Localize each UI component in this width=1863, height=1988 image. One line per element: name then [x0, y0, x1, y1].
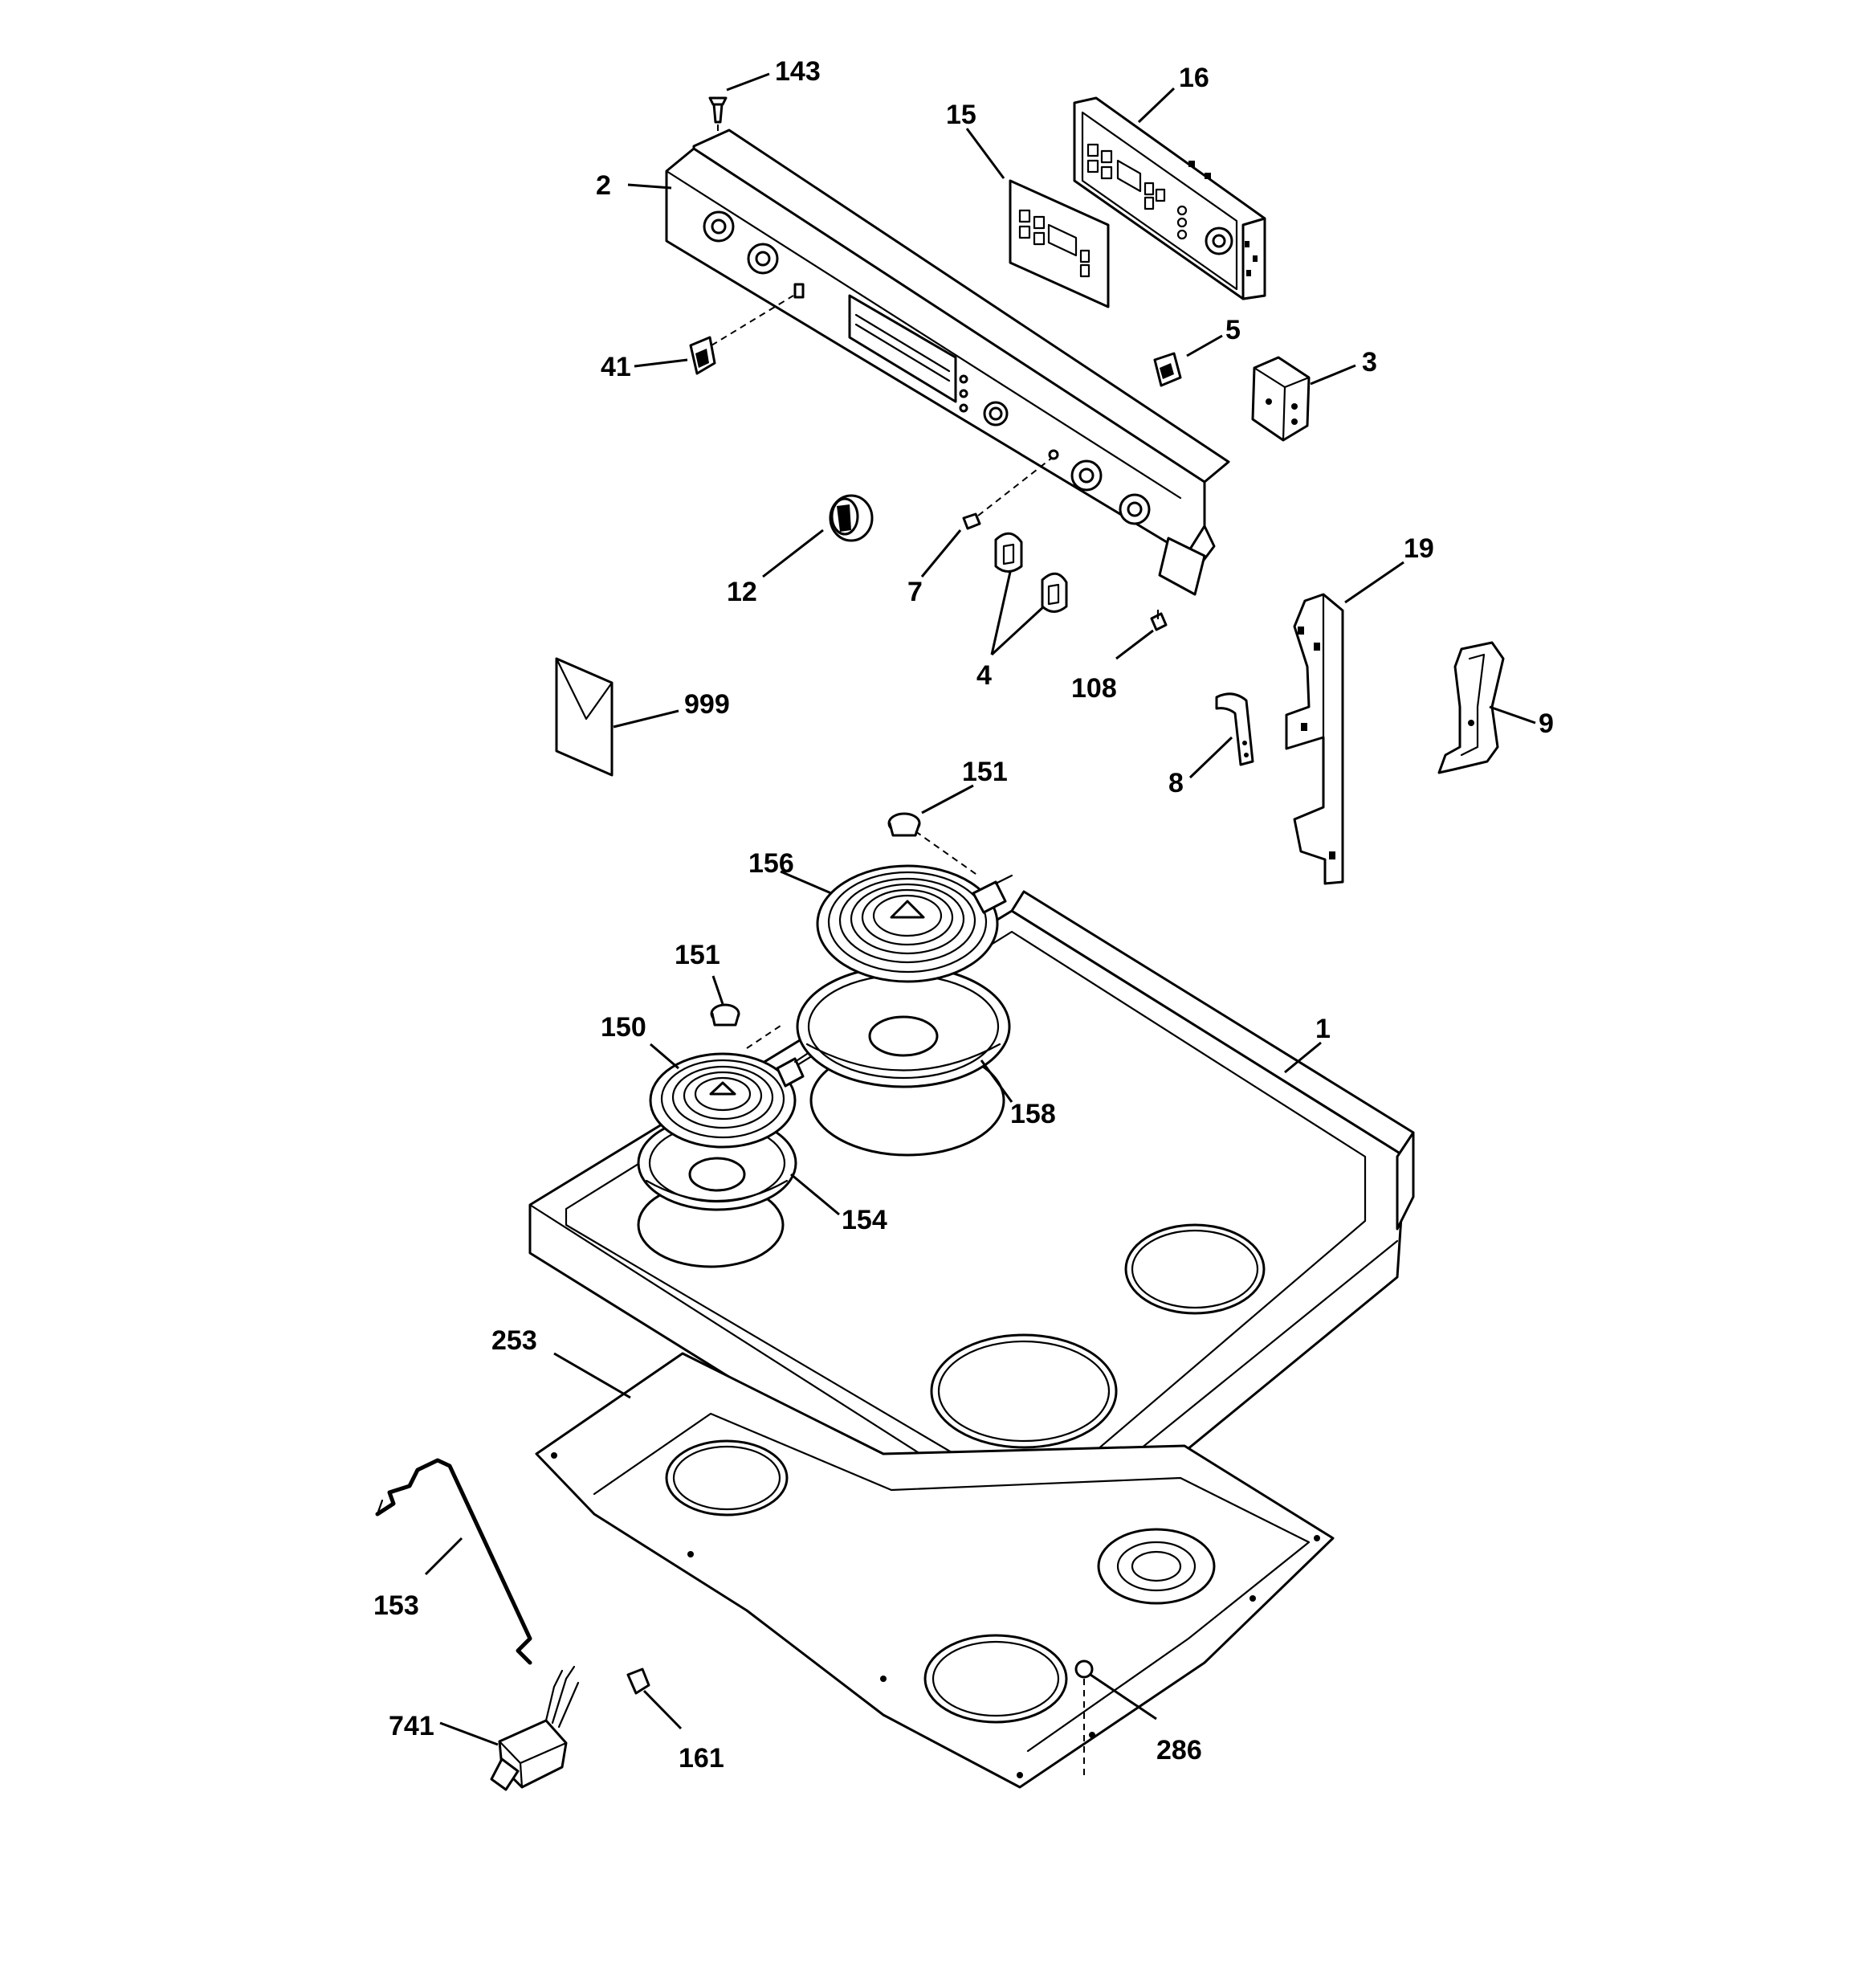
- callout-4: 4: [976, 660, 992, 691]
- part-3-switch: [1251, 356, 1311, 442]
- part-12-knob: [829, 494, 874, 542]
- part-7-screw: [962, 457, 1053, 530]
- callout-741: 741: [389, 1711, 434, 1741]
- part-150-surface-element: [649, 1052, 809, 1149]
- callout-158: 158: [1010, 1099, 1056, 1129]
- callout-41: 41: [601, 352, 631, 382]
- part-286-fastener: [1074, 1659, 1094, 1775]
- part-153-wire: [375, 1458, 532, 1665]
- part-2-control-panel: [665, 129, 1230, 596]
- callout-108: 108: [1071, 673, 1117, 704]
- part-741-terminal-block: [490, 1665, 580, 1791]
- part-108-nut: [1150, 609, 1168, 631]
- callout-286: 286: [1156, 1735, 1202, 1766]
- callout-3: 3: [1362, 347, 1377, 378]
- callout-1: 1: [1315, 1014, 1331, 1044]
- callout-7: 7: [907, 577, 923, 607]
- callout-labels: 143 16 15 2 5 3 41 12 7 4 108 19 9 8 999…: [373, 56, 1554, 1774]
- part-4-knobs: [994, 532, 1068, 613]
- part-8-bracket: [1215, 692, 1254, 766]
- part-158-drip-pan: [796, 965, 1011, 1088]
- callout-150: 150: [601, 1012, 646, 1043]
- part-999-literature: [555, 657, 614, 777]
- part-151-upper-receptacle: [887, 812, 979, 876]
- callout-999: 999: [684, 689, 730, 720]
- callout-9: 9: [1539, 708, 1554, 739]
- callout-154: 154: [842, 1205, 887, 1235]
- callout-143: 143: [775, 56, 821, 87]
- callout-8: 8: [1168, 768, 1184, 798]
- callout-156: 156: [748, 848, 794, 879]
- callout-161: 161: [679, 1743, 724, 1774]
- part-253-burner-box: [535, 1352, 1335, 1789]
- part-5-switch: [1153, 352, 1182, 387]
- callout-16: 16: [1179, 63, 1209, 93]
- part-19-bracket: [1285, 593, 1344, 885]
- part-161-clip: [626, 1668, 650, 1695]
- part-143-screw: [708, 96, 728, 143]
- callout-12: 12: [727, 577, 757, 607]
- callout-2: 2: [596, 170, 611, 201]
- part-151-lower-receptacle: [710, 1003, 784, 1049]
- callout-151-lower: 151: [675, 940, 720, 970]
- callout-19: 19: [1404, 533, 1434, 564]
- callout-15: 15: [946, 100, 976, 130]
- callout-151-upper: 151: [962, 757, 1008, 787]
- part-15-overlay: [1009, 179, 1110, 308]
- callout-253: 253: [491, 1325, 537, 1356]
- part-156-surface-element: [816, 864, 1013, 983]
- part-9-endcap: [1437, 641, 1505, 774]
- callout-153: 153: [373, 1590, 419, 1621]
- leader-lines: [424, 72, 1536, 1746]
- callout-5: 5: [1225, 315, 1241, 345]
- part-16-control-board: [1073, 96, 1266, 300]
- part-41-switch: [689, 295, 794, 375]
